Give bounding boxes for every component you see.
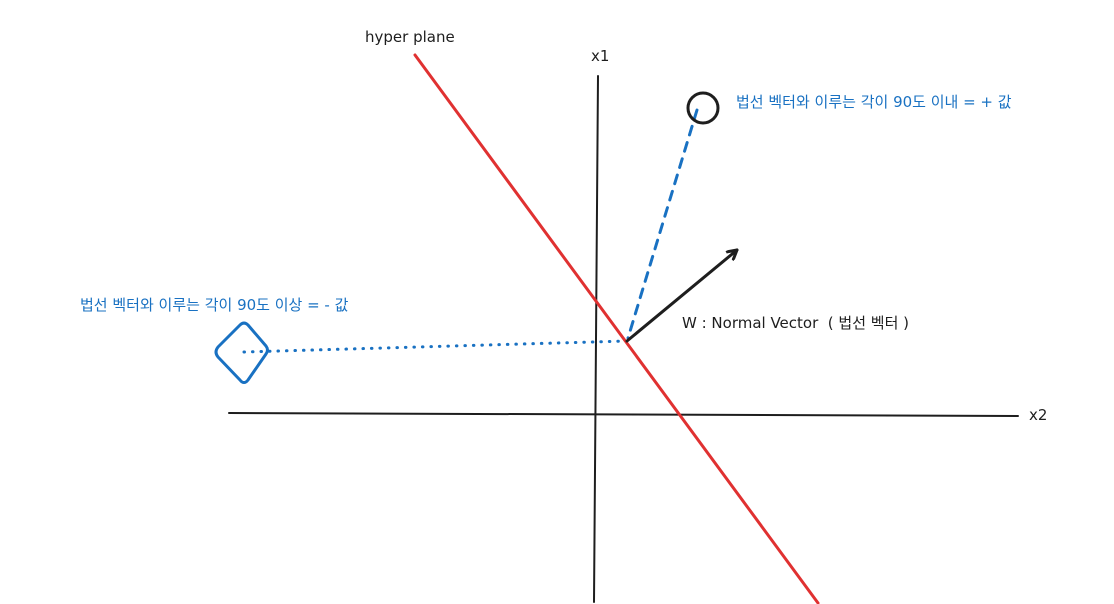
- negative-annotation-label: 법선 벡터와 이루는 각이 90도 이상 = - 값: [80, 296, 349, 314]
- x2-axis-label: x2: [1029, 406, 1047, 424]
- hyperplane-line: [413, 53, 820, 604]
- positive-sample-circle: [686, 91, 720, 125]
- x1-axis: [593, 75, 599, 603]
- normal-vector-label: W : Normal Vector ( 법선 벡터 ): [682, 314, 909, 332]
- hyperplane-label: hyper plane: [365, 28, 455, 46]
- x1-axis-label: x1: [591, 47, 609, 65]
- positive-annotation-label: 법선 벡터와 이루는 각이 90도 이내 = + 값: [736, 93, 1012, 111]
- normal-vector-arrow: [625, 248, 739, 343]
- positive-projection-dashed-line: [626, 108, 699, 340]
- x2-axis: [228, 412, 1019, 417]
- negative-sample-diamond: [214, 321, 269, 384]
- negative-projection-dotted-line: [242, 339, 628, 354]
